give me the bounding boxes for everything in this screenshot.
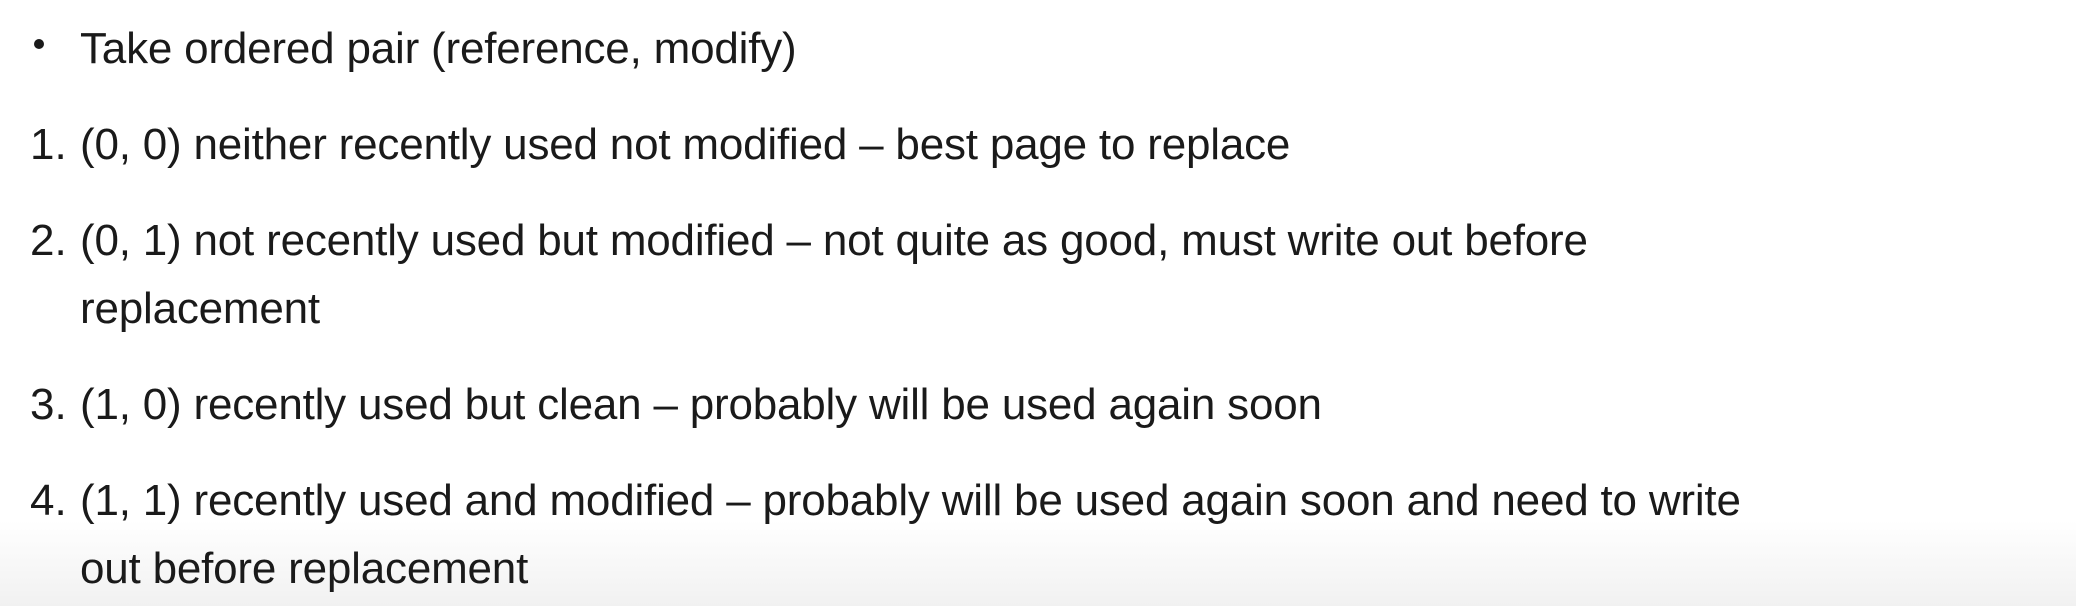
list-item-number: 3. [30,380,67,429]
list-item-number: 4. [30,476,67,525]
list-item-number: 1. [30,120,67,169]
list-item-text-continuation: replacement [80,284,320,333]
list-item-text: (0, 0) neither recently used not modifie… [80,120,1291,169]
list-item-text: (0, 1) not recently used but modified – … [80,216,1588,265]
list-item-text: (1, 1) recently used and modified – prob… [80,476,1741,525]
list-item-text-continuation: out before replacement [80,544,529,593]
list-item-text: (1, 0) recently used but clean – probabl… [80,380,1322,429]
bullet-dot-icon [34,39,44,49]
bullet-text: Take ordered pair (reference, modify) [80,24,797,73]
list-item-number: 2. [30,216,67,265]
